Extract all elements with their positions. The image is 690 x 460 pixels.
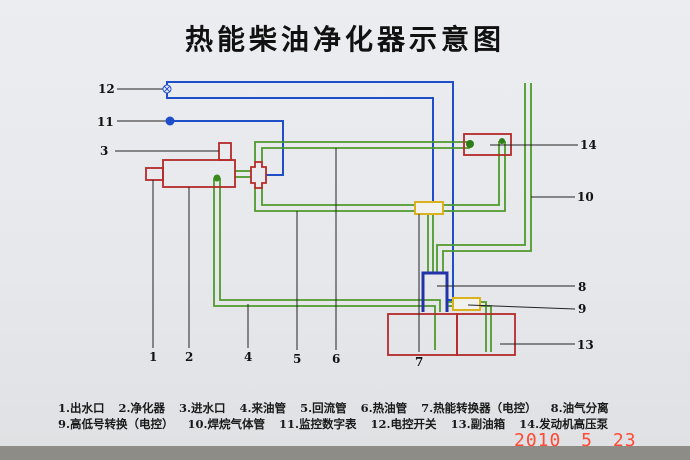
legend-item: 2.净化器 bbox=[118, 401, 166, 415]
oil-port-dot bbox=[213, 174, 221, 182]
pipes bbox=[213, 83, 532, 352]
pump-port-dot bbox=[466, 140, 474, 148]
aux-tank-right bbox=[456, 313, 516, 356]
legend-item: 5.回流管 bbox=[300, 401, 347, 415]
pipe-joint bbox=[250, 161, 267, 189]
label-12: 12 bbox=[98, 82, 115, 96]
purifier bbox=[162, 159, 236, 188]
label-14: 14 bbox=[580, 138, 597, 152]
label-9: 9 bbox=[578, 302, 586, 316]
legend-item: 7.热能转换器（电控） bbox=[421, 401, 537, 415]
legend-item: 3.进水口 bbox=[179, 401, 226, 415]
hi-lo-switch bbox=[452, 297, 481, 311]
label-13: 13 bbox=[577, 338, 594, 352]
heat-converter bbox=[414, 201, 444, 215]
label-8: 8 bbox=[578, 280, 586, 294]
label-1: 1 bbox=[149, 350, 157, 364]
aux-tank-left bbox=[387, 313, 458, 356]
pump-port-dot bbox=[499, 138, 505, 144]
label-6: 6 bbox=[332, 352, 340, 366]
legend-item: 13.副油箱 bbox=[450, 417, 506, 431]
legend-row-2: 9.高低号转换（电控） 10.焊烷气体管 11.监控数字表 12.电控开关 13.副油箱… bbox=[58, 416, 622, 432]
legend-item: 11.监控数字表 bbox=[279, 417, 357, 431]
water-outlet bbox=[145, 167, 164, 181]
legend-item: 4.来油管 bbox=[239, 401, 287, 415]
diagram-title: 热能柴油净化器示意图 bbox=[184, 23, 505, 56]
water-inlet bbox=[218, 142, 232, 161]
label-5: 5 bbox=[293, 352, 301, 366]
label-11: 11 bbox=[97, 115, 114, 129]
oil-gas-separator bbox=[421, 271, 449, 312]
label-7: 7 bbox=[415, 355, 423, 369]
digital-meter-icon bbox=[165, 116, 175, 126]
legend-item: 1.出水口 bbox=[58, 401, 105, 415]
legend-row-1: 1.出水口 2.净化器 3.进水口 4.来油管 5.回流管 6.热油管 7.热能转换器（电控… bbox=[58, 400, 623, 416]
label-3: 3 bbox=[100, 144, 108, 158]
diagram-board bbox=[0, 0, 690, 446]
legend-item: 14.发动机高压泵 bbox=[519, 417, 609, 431]
label-4: 4 bbox=[244, 350, 252, 364]
legend-item: 8.油气分离 bbox=[550, 401, 609, 415]
label-2: 2 bbox=[185, 350, 193, 364]
legend-item: 12.电控开关 bbox=[370, 417, 437, 431]
legend-item: 9.高低号转换（电控） bbox=[58, 417, 174, 431]
legend-item: 6.热油管 bbox=[360, 401, 408, 415]
control-wires bbox=[166, 81, 454, 301]
legend-item: 10.焊烷气体管 bbox=[187, 417, 266, 431]
label-10: 10 bbox=[577, 190, 594, 204]
photo-date-stamp: 2010 5 23 bbox=[514, 430, 637, 451]
